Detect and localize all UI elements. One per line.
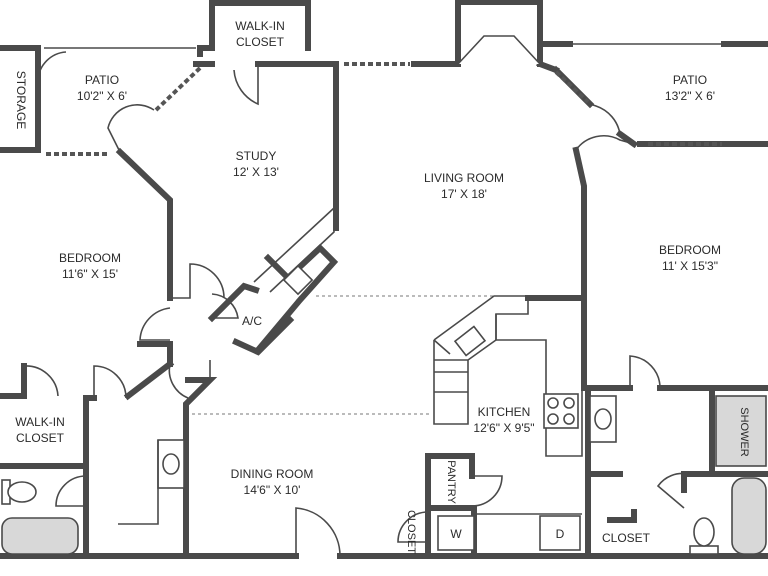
door-bath-right [629, 355, 661, 389]
toilet-tank-right [689, 545, 719, 555]
hall-closet-line [118, 440, 159, 525]
shower [715, 395, 767, 467]
wall-study-left [115, 147, 173, 301]
burner-2 [563, 397, 575, 409]
label-closet-small: CLOSET [405, 510, 417, 554]
door-hall [168, 363, 189, 399]
bath-fixtures [1, 395, 767, 555]
bathtub-left [1, 517, 79, 555]
label-patio-left: PATIO [85, 73, 119, 87]
door-patio-left [107, 104, 155, 153]
door-bedroom-left-2 [139, 307, 171, 341]
label-living: LIVING ROOM [424, 171, 504, 185]
label-storage: STORAGE [14, 71, 28, 129]
label-washer: W [450, 527, 462, 541]
washer [437, 515, 475, 551]
fireplace [457, 35, 541, 65]
door-ac [211, 293, 239, 319]
burner-3 [547, 413, 559, 425]
label-kitchen-size: 12'6" X 9'5" [473, 421, 534, 435]
kitchen-fixtures [433, 295, 583, 551]
door-bath-left [55, 475, 87, 507]
label-closet-right: CLOSET [602, 531, 651, 545]
label-study: STUDY [236, 149, 277, 163]
label-patio-right: PATIO [673, 73, 707, 87]
bathtub-right [731, 477, 767, 555]
label-pantry: PANTRY [445, 460, 457, 504]
door-bedroom-left [170, 263, 225, 299]
doors [23, 51, 689, 557]
wall-bath-right [585, 385, 768, 559]
label-walkin-top-2: CLOSET [236, 35, 285, 49]
label-dining: DINING ROOM [231, 467, 314, 481]
kitchen-counter-inner [433, 314, 497, 355]
kitchen-peninsula [433, 339, 497, 425]
study-counter [253, 206, 335, 293]
door-patio-right [589, 103, 621, 135]
door-front [295, 507, 341, 557]
burner-1 [547, 397, 559, 409]
wall-patio-left-top [193, 45, 215, 67]
label-walkin-left-2: CLOSET [16, 431, 65, 445]
burner-4 [563, 413, 575, 425]
door-walkin-top [233, 64, 259, 106]
door-bath-right-2 [656, 472, 689, 509]
sliding-doors [44, 43, 724, 415]
wall-ac [207, 243, 339, 356]
label-shower: SHOWER [738, 407, 750, 457]
door-bedroom-right [575, 135, 635, 151]
wall-living-right [525, 65, 639, 301]
wall-closet-right [607, 471, 687, 523]
wall-bedroom-left-bottom [0, 341, 175, 401]
wall-storage [0, 45, 41, 153]
label-bedroom-left-size: 11'6" X 15' [62, 267, 118, 281]
label-patio-right-size: 13'2" X 6' [665, 89, 715, 103]
door-walkin-left-2 [93, 365, 127, 399]
door-pantry [471, 475, 503, 507]
label-dining-size: 14'6" X 10' [244, 483, 301, 497]
kitchen-sink [453, 325, 487, 357]
label-bedroom-right-size: 11' X 15'3" [662, 259, 718, 273]
toilet-right [693, 517, 715, 547]
label-bedroom-left: BEDROOM [59, 251, 121, 265]
label-patio-left-size: 10'2" X 6' [77, 89, 127, 103]
sink-right [594, 408, 612, 430]
wall-bedroom-right [581, 295, 768, 391]
label-walkin-top-1: WALK-IN [235, 19, 285, 33]
label-bedroom-right: BEDROOM [659, 243, 721, 257]
wall-bath-left [21, 363, 97, 401]
door-walkin-left [23, 365, 59, 397]
door-storage [37, 51, 67, 81]
wall-hall [0, 377, 218, 559]
sink-left [162, 453, 180, 475]
room-labels: WALK-IN CLOSET STORAGE PATIO 10'2" X 6' … [14, 19, 750, 554]
slider-living-right [554, 70, 590, 104]
dryer [539, 515, 581, 551]
label-dryer: D [556, 527, 565, 541]
label-study-size: 12' X 13' [233, 165, 279, 179]
slider-patio-left-diag [154, 66, 202, 112]
wall-walkin-closet-top [197, 0, 339, 67]
label-living-size: 17' X 18' [441, 187, 487, 201]
door-closet-small [397, 511, 429, 543]
toilet-left [7, 481, 37, 503]
label-walkin-left-1: WALK-IN [15, 415, 65, 429]
label-kitchen: KITCHEN [478, 405, 531, 419]
label-ac: A/C [242, 314, 262, 328]
